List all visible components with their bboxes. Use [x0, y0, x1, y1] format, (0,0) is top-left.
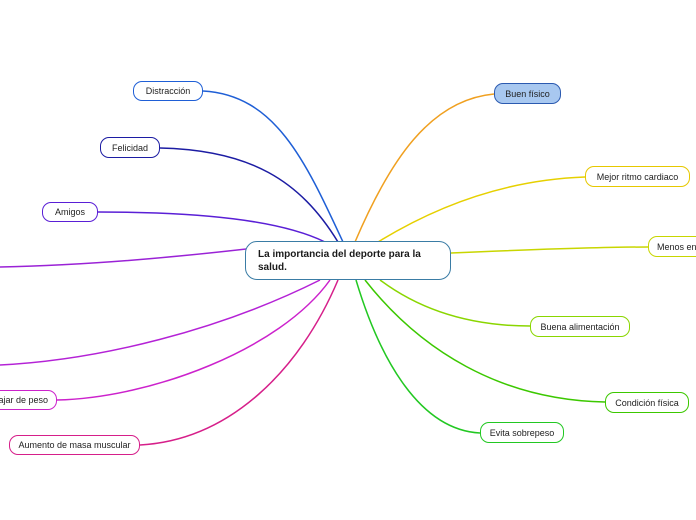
link-menos-en	[450, 246, 649, 254]
node-condicion-fisica[interactable]: Condición física	[605, 392, 689, 413]
link-mejor-ritmo-cardiaco	[377, 176, 586, 243]
link-amigos	[97, 211, 326, 243]
link-buena-alimentacion	[379, 279, 531, 327]
link-evita-sobrepeso	[355, 279, 481, 434]
link-distraccion	[202, 90, 344, 243]
link-offscreen-2	[0, 279, 321, 366]
link-felicidad	[159, 147, 339, 243]
link-aumento-masa-muscular	[139, 279, 339, 446]
link-buen-fisico	[354, 93, 495, 243]
node-buena-alimentacion[interactable]: Buena alimentación	[530, 316, 630, 337]
node-aumento-masa-muscular[interactable]: Aumento de masa muscular	[9, 435, 140, 455]
node-bajar-de-peso[interactable]: ajar de peso	[0, 390, 57, 410]
node-mejor-ritmo-cardiaco[interactable]: Mejor ritmo cardiaco	[585, 166, 690, 187]
node-amigos[interactable]: Amigos	[42, 202, 98, 222]
node-menos-en[interactable]: Menos en	[648, 236, 696, 257]
link-bajar-de-peso	[56, 279, 331, 401]
node-felicidad[interactable]: Felicidad	[100, 137, 160, 158]
link-condicion-fisica	[364, 279, 606, 403]
node-buen-fisico[interactable]: Buen físico	[494, 83, 561, 104]
node-evita-sobrepeso[interactable]: Evita sobrepeso	[480, 422, 564, 443]
node-distraccion[interactable]: Distracción	[133, 81, 203, 101]
central-topic[interactable]: La importancia del deporte para la salud…	[245, 241, 451, 280]
